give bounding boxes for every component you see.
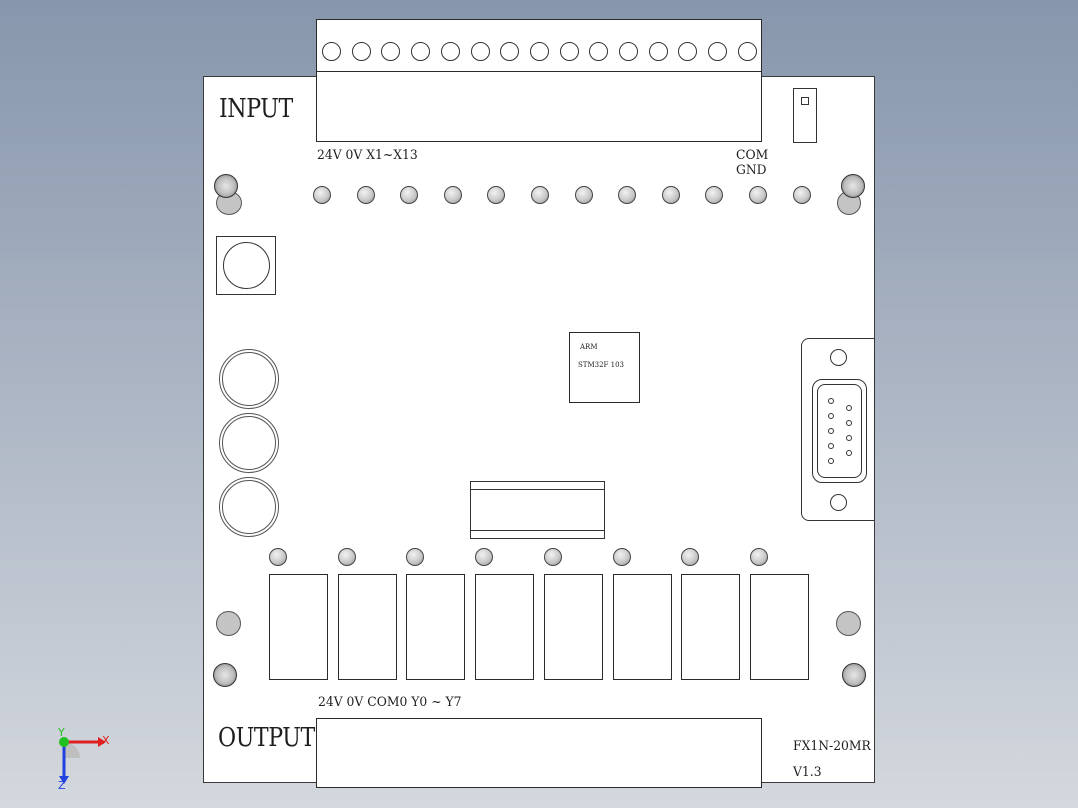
- x-axis-arrow: [98, 737, 106, 747]
- relay: [612, 574, 672, 680]
- db9-pin: [828, 443, 834, 449]
- version-label: V1.3: [793, 765, 822, 780]
- y-axis-marker: [59, 737, 69, 747]
- reset-button-housing[interactable]: [216, 236, 276, 295]
- capacitor-2: [219, 413, 279, 473]
- db9-pin: [828, 413, 834, 419]
- input-title: INPUT: [219, 94, 293, 124]
- output-led: [406, 548, 425, 566]
- terminal-screw[interactable]: [351, 42, 371, 61]
- input-terminal-screws: [317, 20, 761, 71]
- relay: [337, 574, 397, 680]
- y-axis-label: Y: [57, 728, 65, 739]
- capacitor-3: [219, 477, 279, 537]
- db9-connector-plate[interactable]: [801, 338, 875, 521]
- input-led: [749, 186, 767, 204]
- terminal-screw[interactable]: [500, 42, 520, 61]
- output-led: [269, 548, 287, 566]
- db9-pin: [828, 398, 834, 404]
- db9-pin: [846, 450, 852, 456]
- output-header-divider-2: [471, 530, 604, 531]
- terminal-screw[interactable]: [589, 42, 609, 61]
- gnd-label: GND: [736, 163, 767, 178]
- relay: [269, 574, 328, 680]
- output-title: OUTPUT: [218, 723, 315, 753]
- relay: [475, 574, 535, 680]
- input-led: [400, 186, 419, 204]
- input-led: [792, 186, 811, 204]
- axis-arc: [64, 742, 80, 758]
- input-terminal-block: [316, 19, 762, 142]
- input-terminal-divider: [317, 71, 761, 72]
- db9-mount-hole-top: [830, 349, 847, 366]
- input-pin-label: 24V 0V X1~X13: [317, 148, 418, 163]
- axis-triad: X Y Z: [57, 728, 110, 790]
- terminal-screw[interactable]: [411, 42, 431, 61]
- output-led: [681, 548, 700, 566]
- reset-button-cap[interactable]: [223, 242, 270, 289]
- x-axis-label: X: [102, 734, 110, 747]
- mcu-chip-brand: ARM: [580, 343, 598, 351]
- terminal-screw[interactable]: [322, 42, 341, 61]
- mounting-hole-bottom-right: [836, 611, 861, 636]
- capacitor-1: [219, 349, 279, 409]
- input-led: [443, 186, 462, 204]
- mounting-screw-bottom-left: [213, 663, 237, 687]
- mounting-screw-top-left: [214, 174, 238, 198]
- jumper-switch[interactable]: [793, 88, 817, 143]
- output-pin-label: 24V 0V COM0 Y0 ~ Y7: [318, 695, 462, 710]
- model-label: FX1N-20MR: [793, 739, 871, 754]
- output-terminal-block: [316, 718, 762, 788]
- db9-shell-inner: [817, 384, 862, 478]
- relay: [543, 574, 603, 680]
- db9-pin: [846, 405, 852, 411]
- output-led: [337, 548, 356, 566]
- terminal-screw[interactable]: [381, 42, 401, 61]
- input-led: [487, 186, 506, 204]
- relay: [681, 574, 741, 680]
- mounting-hole-bottom-left: [216, 611, 241, 636]
- terminal-screw[interactable]: [619, 42, 638, 61]
- input-led: [661, 186, 680, 204]
- mounting-screw-bottom-right: [842, 663, 866, 687]
- relay: [749, 574, 809, 680]
- mounting-screw-top-right: [841, 174, 865, 198]
- z-axis-arrow: [59, 776, 69, 784]
- input-led: [356, 186, 375, 204]
- output-led: [612, 548, 631, 566]
- db9-mount-hole-bottom: [830, 494, 847, 511]
- jumper-switch-knob: [801, 97, 809, 105]
- terminal-screw[interactable]: [470, 42, 490, 61]
- terminal-screw[interactable]: [529, 42, 549, 61]
- db9-pin: [846, 420, 852, 426]
- terminal-screw[interactable]: [678, 42, 698, 61]
- db9-pin: [846, 435, 852, 441]
- z-axis-label: Z: [58, 779, 66, 790]
- output-led: [475, 548, 494, 566]
- db9-shell: [812, 379, 867, 483]
- input-led: [574, 186, 593, 204]
- input-led: [313, 186, 331, 204]
- input-led: [705, 186, 724, 204]
- terminal-screw[interactable]: [737, 42, 757, 61]
- com-label: COM: [736, 148, 769, 163]
- terminal-screw[interactable]: [708, 42, 728, 61]
- input-led: [618, 186, 637, 204]
- output-header-block: [470, 481, 605, 539]
- input-led: [531, 186, 549, 204]
- db9-pin: [828, 428, 834, 434]
- terminal-screw[interactable]: [559, 42, 579, 61]
- terminal-screw[interactable]: [648, 42, 668, 61]
- output-led: [749, 548, 768, 566]
- mcu-chip: ARM STM32F 103: [569, 332, 640, 403]
- terminal-screw[interactable]: [440, 42, 460, 61]
- relay: [406, 574, 466, 680]
- output-led: [543, 548, 562, 566]
- db9-pin: [828, 458, 834, 464]
- mcu-chip-model: STM32F 103: [578, 361, 624, 369]
- output-header-divider: [471, 489, 604, 490]
- db9-pins: [813, 380, 868, 484]
